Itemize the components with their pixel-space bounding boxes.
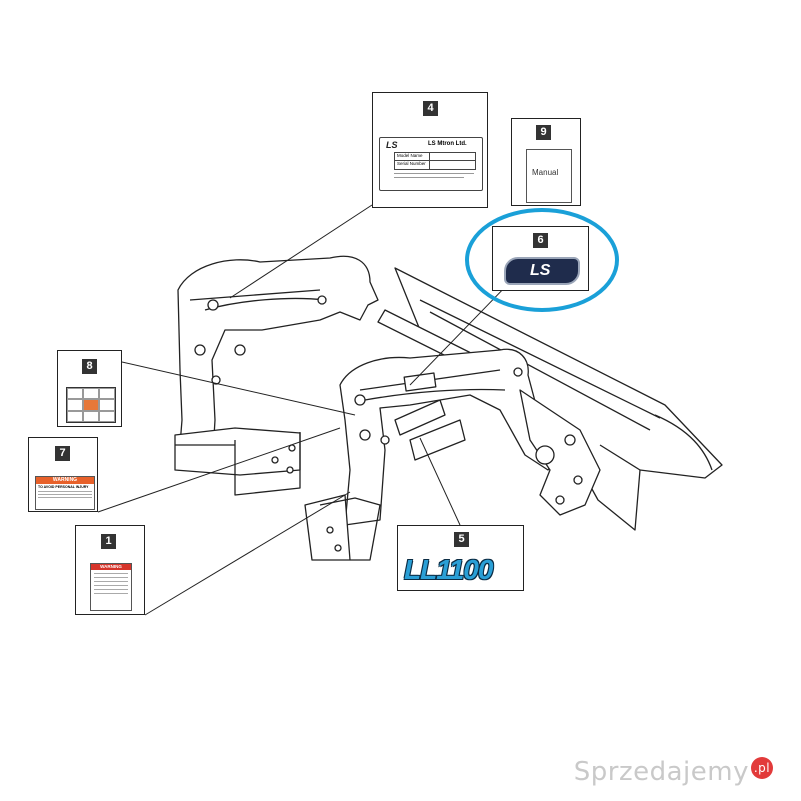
- bucket: [394, 267, 723, 531]
- warning-decal-7-header: WARNING: [36, 477, 94, 484]
- ls-logo-text: LS: [530, 262, 551, 279]
- callout-4: 4 LS LS Mtron Ltd. Model Name Serial Num…: [372, 92, 488, 208]
- callout-9-number: 9: [536, 125, 551, 140]
- warning-decal-7-subtitle: TO AVOID PERSONAL INJURY: [38, 485, 89, 489]
- model-decal-text: LL1100: [404, 554, 493, 585]
- manual-book: Manual: [526, 149, 572, 203]
- callout-5-number: 5: [454, 532, 469, 547]
- warning-decal-7: WARNING TO AVOID PERSONAL INJURY: [35, 476, 95, 510]
- watermark-text: Sprzedajemy: [573, 757, 749, 787]
- callout-9: 9 Manual: [511, 118, 581, 206]
- id-plate-row-model: Model Name: [397, 153, 423, 158]
- callout-5: 5 LL1100: [397, 525, 524, 591]
- left-mount-bracket: [174, 427, 301, 496]
- id-plate: LS LS Mtron Ltd. Model Name Serial Numbe…: [379, 137, 483, 191]
- callout-8: 8: [57, 350, 122, 427]
- warning-decal-1-header: WARNING: [91, 564, 131, 570]
- id-plate-company: LS Mtron Ltd.: [428, 141, 467, 147]
- callout-1: 1 WARNING: [75, 525, 145, 615]
- manual-label: Manual: [532, 168, 559, 177]
- callout-1-number: 1: [101, 534, 116, 549]
- right-mount-bracket: [304, 494, 381, 561]
- id-plate-table: Model Name Serial Number: [394, 152, 476, 170]
- bucket-link: [519, 389, 601, 516]
- callout-7-number: 7: [55, 446, 70, 461]
- watermark-badge: .pl: [751, 757, 773, 779]
- highlight-ellipse: [465, 208, 619, 312]
- callout-6: 6 LS: [492, 226, 589, 291]
- callout-7: 7 WARNING TO AVOID PERSONAL INJURY: [28, 437, 98, 512]
- callout-6-number: 6: [533, 233, 548, 248]
- warning-decal-1: WARNING: [90, 563, 132, 611]
- id-plate-brand: LS: [386, 140, 398, 150]
- ls-logo-badge: LS: [504, 257, 580, 285]
- watermark: Sprzedajemy.pl: [574, 757, 773, 787]
- left-boom-arm: [177, 255, 379, 471]
- callout-4-number: 4: [423, 101, 438, 116]
- control-pattern-decal: [66, 387, 116, 423]
- callout-8-number: 8: [82, 359, 97, 374]
- id-plate-row-serial: Serial Number: [397, 161, 426, 166]
